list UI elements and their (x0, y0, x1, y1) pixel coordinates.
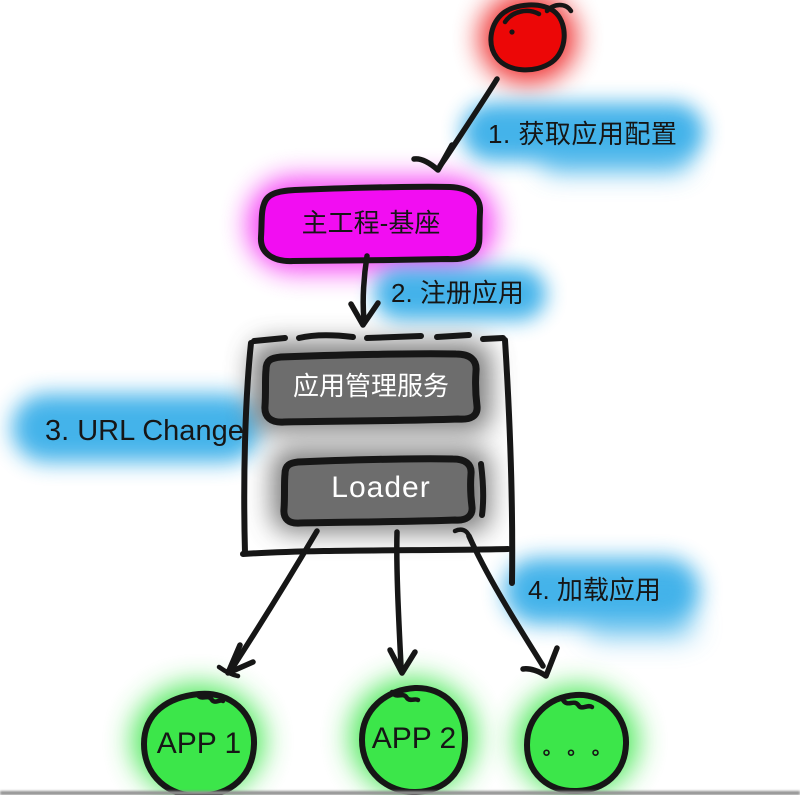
app1-circle (141, 690, 258, 795)
more-apps-node-label: ∘∘∘ (540, 742, 614, 764)
arrow-app2-head (387, 647, 418, 676)
app1-node-label: APP 1 (156, 727, 242, 760)
app2-node-label: APP 2 (371, 722, 457, 755)
step2-label: 2. 注册应用 (391, 278, 524, 308)
app1-notch (194, 691, 226, 704)
loader-box-right-stroke (478, 461, 487, 518)
arrow-step2-shaft (360, 253, 370, 323)
arrow-step1-head (411, 142, 455, 173)
loader-node-label: Loader (331, 471, 431, 504)
step4-label: 4. 加载应用 (528, 575, 661, 605)
step1-label: 1. 获取应用配置 (488, 119, 678, 149)
config-source-stem (544, 2, 574, 14)
bottom-edge-line (0, 791, 800, 795)
step3-label: 3. URL Change (45, 415, 244, 447)
config-source-dot (509, 29, 515, 35)
more-apps-notch (560, 697, 595, 710)
loader-box (280, 455, 476, 527)
app2-notch (389, 689, 421, 703)
arrow-app1-shaft (230, 528, 320, 670)
main-base-node-label: 主工程-基座 (301, 208, 441, 238)
app-manager-box (261, 350, 481, 426)
arrow-app1-tick (216, 664, 241, 679)
arrow-step2-head (348, 300, 381, 328)
arrow-app3-shaft (466, 533, 546, 669)
arrow-app2-shaft (394, 529, 404, 669)
config-source-rim (502, 8, 542, 25)
app-manager-node-label: 应用管理服务 (292, 371, 449, 401)
main-base-box (258, 183, 484, 265)
arrow-app3-head (520, 645, 560, 679)
config-source-circle (488, 2, 567, 73)
